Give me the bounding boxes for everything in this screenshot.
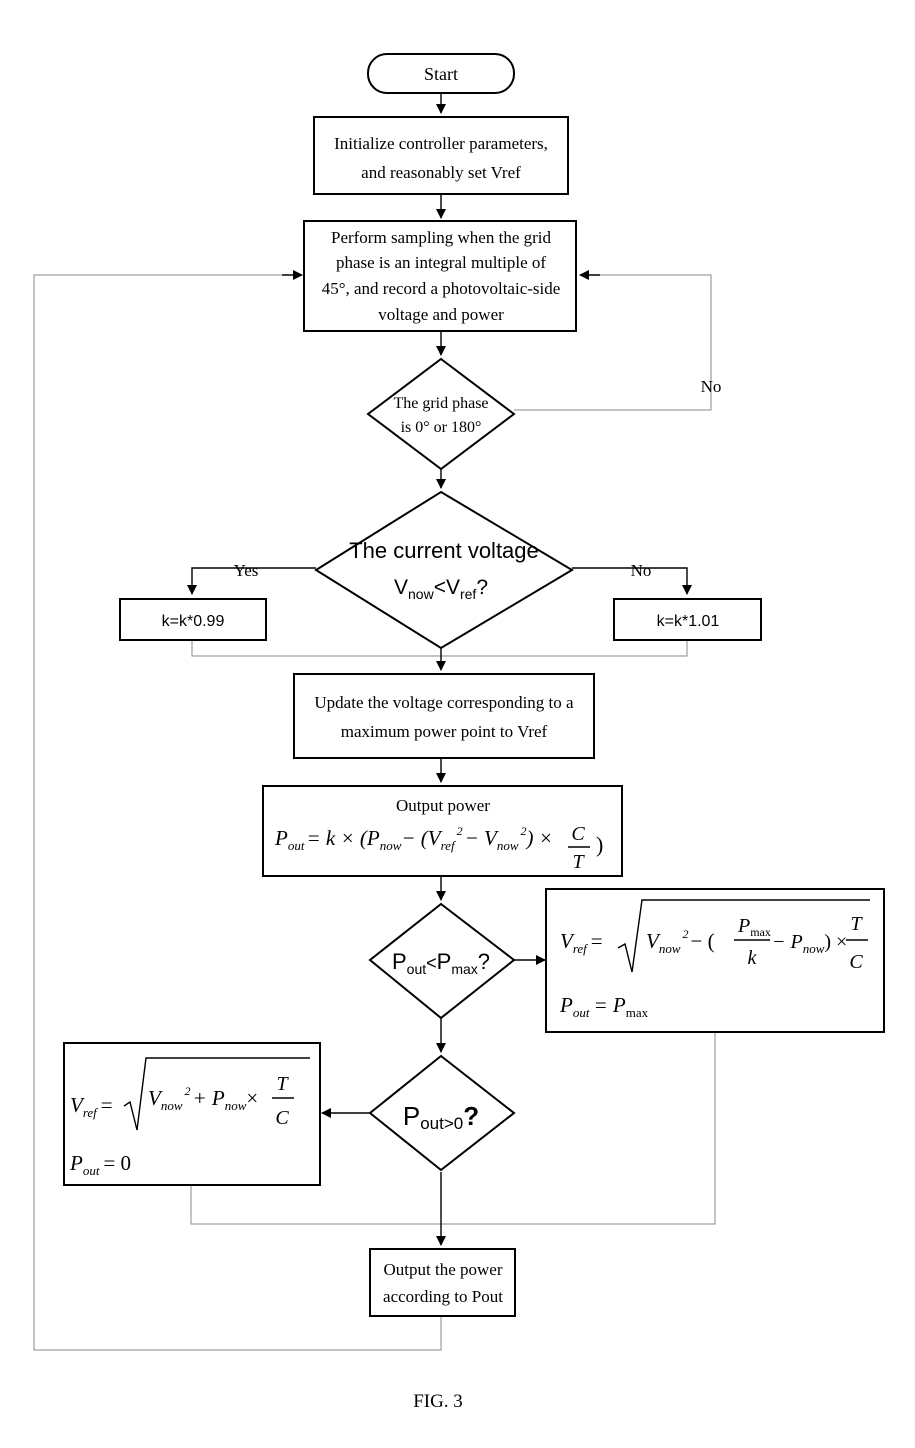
voltage-decision: The current voltage Vnow<Vref? xyxy=(316,492,572,648)
zero-box-T: T xyxy=(276,1073,289,1095)
pmax-box-k: k xyxy=(748,947,758,969)
sampling-line-2: phase is an integral multiple of xyxy=(336,253,546,272)
zero-box: Vref= Vnow2+ Pnow× T C Pout= 0 xyxy=(64,1043,320,1185)
phase-no-label: No xyxy=(701,377,722,396)
k-decrease-label: k=k*0.99 xyxy=(162,613,225,630)
voltage-yes-label: Yes xyxy=(234,561,259,580)
output-calc-box: Output power Pout= k × (Pnow− (Vref2− Vn… xyxy=(263,786,622,876)
arrow-no-branch xyxy=(572,568,687,594)
output-calc-close: ) xyxy=(596,832,603,857)
pmax-box-C: C xyxy=(849,951,863,973)
zero-decision: Pout>0? xyxy=(370,1056,514,1170)
output-calc-C: C xyxy=(571,823,585,845)
output-calc-T: T xyxy=(572,851,585,873)
sampling-line-4: voltage and power xyxy=(378,305,504,324)
output-calc-title: Output power xyxy=(396,796,490,815)
update-line-1: Update the voltage corresponding to a xyxy=(314,693,574,712)
pmax-box-T: T xyxy=(850,913,863,935)
output-power-line-2: according to Pout xyxy=(383,1287,503,1306)
start-terminal: Start xyxy=(368,54,514,93)
k-decrease-box: k=k*0.99 xyxy=(120,599,266,640)
init-box: Initialize controller parameters, and re… xyxy=(314,117,568,194)
update-box: Update the voltage corresponding to a ma… xyxy=(294,674,594,758)
pmax-decision: Pout<Pmax? xyxy=(370,904,514,1018)
sampling-line-1: Perform sampling when the grid xyxy=(331,228,552,247)
merge-left-box xyxy=(191,1186,441,1224)
phase-line-1: The grid phase xyxy=(393,395,488,412)
init-line-1: Initialize controller parameters, xyxy=(334,134,548,153)
k-increase-box: k=k*1.01 xyxy=(614,599,761,640)
sampling-box: Perform sampling when the grid phase is … xyxy=(304,221,576,331)
sampling-line-3: 45°, and record a photovoltaic-side xyxy=(322,279,561,298)
zero-box-C: C xyxy=(275,1107,289,1129)
init-line-2: and reasonably set Vref xyxy=(361,163,521,182)
voltage-line-1: The current voltage xyxy=(349,538,539,563)
figure-caption: FIG. 3 xyxy=(413,1391,463,1412)
pmax-box: Vref= Vnow2− ( Pmax k − Pnow) × T C Pout… xyxy=(546,889,884,1032)
start-label: Start xyxy=(424,64,458,84)
output-power-box: Output the power according to Pout xyxy=(370,1249,515,1316)
k-increase-label: k=k*1.01 xyxy=(657,613,720,630)
voltage-no-label: No xyxy=(631,561,652,580)
update-line-2: maximum power point to Vref xyxy=(341,722,548,741)
output-power-line-1: Output the power xyxy=(384,1260,503,1279)
phase-decision: The grid phase is 0° or 180° xyxy=(368,359,514,469)
phase-line-2: is 0° or 180° xyxy=(401,419,482,436)
